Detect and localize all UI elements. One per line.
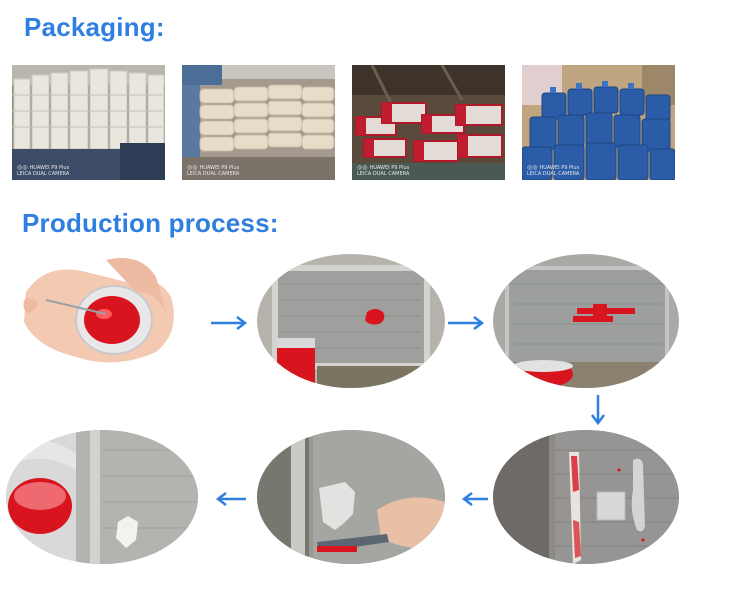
arrow-down-icon (591, 395, 605, 426)
camera-watermark: ◎◎HUAWEI P9 Plus LEICA DUAL CAMERA (527, 164, 580, 178)
packaging-heading: Packaging: (24, 12, 165, 42)
process-step-mixing (6, 252, 196, 372)
arrow-left-icon (461, 492, 488, 506)
production-process-heading: Production process: (22, 208, 279, 238)
process-step-removing (257, 430, 445, 564)
packaging-photo-buckets: ◎◎HUAWEI P9 Plus LEICA DUAL CAMERA (12, 65, 165, 180)
packaging-photo-sacks: ◎◎HUAWEI P9 Plus LEICA DUAL CAMERA (182, 65, 335, 180)
process-step-spreading (493, 254, 679, 388)
process-step-paste-on-tray (257, 254, 445, 388)
camera-watermark: ◎◎HUAWEI P9 Plus LEICA DUAL CAMERA (17, 164, 70, 178)
arrow-right-icon (448, 316, 485, 330)
process-step-cured-pieces (493, 430, 679, 564)
camera-watermark: ◎◎HUAWEI P9 Plus LEICA DUAL CAMERA (357, 164, 410, 178)
process-step-finished (6, 430, 198, 564)
arrow-left-icon (215, 492, 246, 506)
packaging-photo-cartons: ◎◎HUAWEI P9 Plus LEICA DUAL CAMERA (352, 65, 505, 180)
arrow-right-icon (211, 316, 248, 330)
packaging-photo-drums: ◎◎HUAWEI P9 Plus LEICA DUAL CAMERA (522, 65, 675, 180)
camera-watermark: ◎◎HUAWEI P9 Plus LEICA DUAL CAMERA (187, 164, 240, 178)
